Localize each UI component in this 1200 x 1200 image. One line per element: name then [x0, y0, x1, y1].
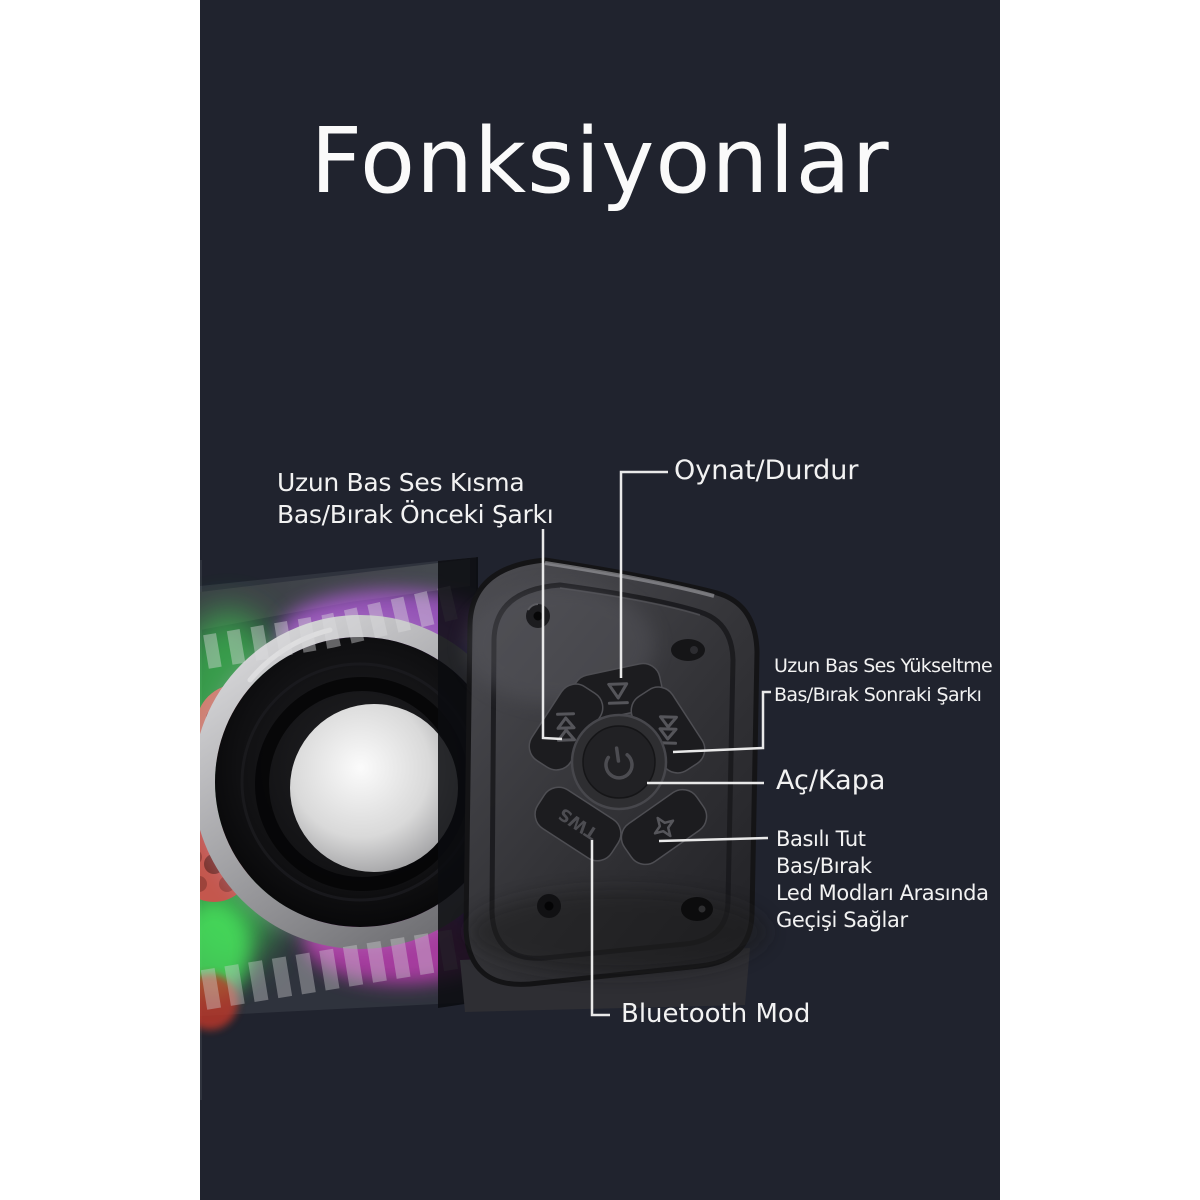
annotation-bluetooth: Bluetooth Mod	[621, 999, 811, 1029]
annotation-power: Aç/Kapa	[776, 765, 886, 796]
annotation-line: Bas/Bırak Önceki Şarkı	[277, 500, 554, 529]
page-margin-right	[1000, 0, 1200, 1200]
annotation-volume-up-next: Uzun Bas Ses Yükseltme Bas/Bırak Sonraki…	[774, 652, 993, 710]
gear-bottom	[200, 974, 238, 1030]
annotation-volume-down-prev: Uzun Bas Ses Kısma Bas/Bırak Önceki Şark…	[277, 467, 554, 531]
grille-slats-top	[203, 583, 468, 669]
screw-top-right	[671, 639, 705, 661]
annotation-line: Uzun Bas Ses Kısma	[277, 468, 525, 497]
woofer-dome	[290, 704, 458, 872]
play-pause-icon	[607, 682, 629, 705]
led-mode-star-icon	[653, 816, 675, 838]
annotation-line: Bas/Bırak	[776, 854, 872, 878]
speaker-top-face	[200, 559, 470, 630]
page-title: Fonksiyonlar	[310, 109, 890, 214]
annotation-line: Geçişi Sağlar	[776, 908, 908, 932]
screw-bottom-left	[537, 894, 561, 918]
annotation-play-pause: Oynat/Durdur	[674, 455, 859, 486]
annotation-led-mode: Basılı Tut Bas/Bırak Led Modları Arasınd…	[776, 826, 989, 934]
grille-slats-bottom	[200, 928, 466, 1010]
screw-top-left	[526, 603, 550, 628]
led-mode-button	[620, 788, 708, 866]
led-glow-green-bright	[200, 902, 250, 998]
power-button	[570, 713, 668, 811]
speaker-photo: TWS	[200, 557, 768, 1030]
power-icon	[604, 746, 634, 780]
page-margin-left	[0, 0, 200, 1200]
annotation-line: Uzun Bas Ses Yükseltme	[774, 655, 993, 677]
annotation-line: Bas/Bırak Sonraki Şarkı	[774, 684, 982, 706]
annotation-line: Led Modları Arasında	[776, 881, 989, 905]
annotation-line: Basılı Tut	[776, 827, 866, 851]
screw-bottom-right	[681, 897, 713, 921]
